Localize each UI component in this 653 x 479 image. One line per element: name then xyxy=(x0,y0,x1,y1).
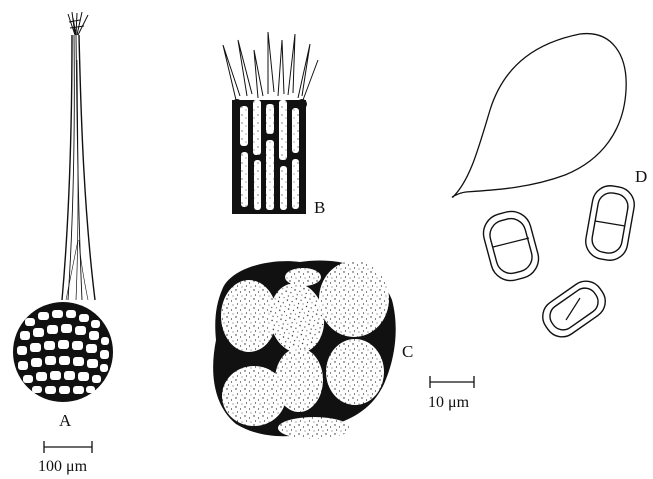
scale-bar-100-um xyxy=(44,441,92,453)
scale-bar-10-um xyxy=(430,376,474,388)
panel-d-outline-and-spores xyxy=(452,34,637,344)
panel-a-sporangium xyxy=(13,12,113,402)
panel-c-label: C xyxy=(402,342,413,361)
panel-d-spore-1 xyxy=(479,207,543,285)
panel-b-apex-detail xyxy=(223,32,318,214)
panel-b-label: B xyxy=(314,198,325,217)
panel-d-label: D xyxy=(635,167,647,186)
panel-a-stalk xyxy=(62,35,95,300)
panel-c-cell-cluster xyxy=(213,261,396,439)
panel-d-teardrop-outline xyxy=(452,34,626,198)
scale-bar-10-um-label: 10 μm xyxy=(428,394,470,411)
panel-d-spore-2 xyxy=(583,183,637,263)
panel-b-setae xyxy=(223,32,318,100)
scale-bar-100-um-label: 100 μm xyxy=(38,458,88,475)
panel-a-apical-hairs xyxy=(68,12,88,35)
panel-a-label: A xyxy=(59,411,72,430)
panel-d-spore-3 xyxy=(536,275,612,344)
